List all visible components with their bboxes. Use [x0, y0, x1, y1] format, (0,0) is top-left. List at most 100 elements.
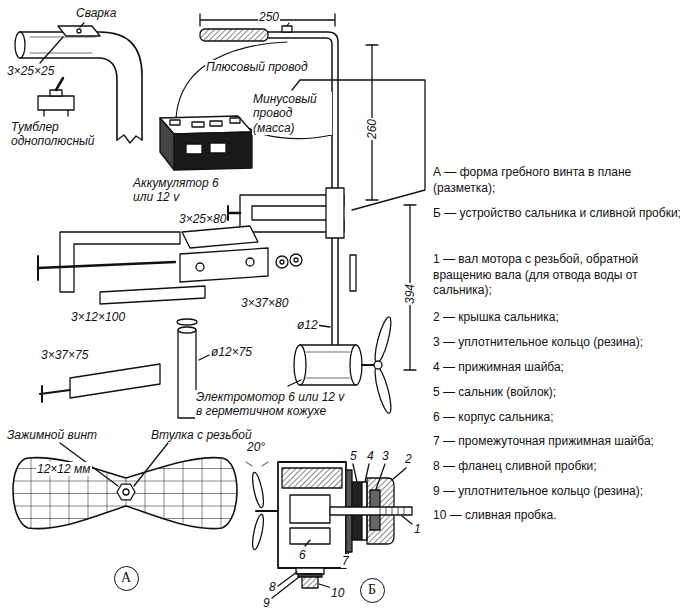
- gland-section: [296, 568, 324, 574]
- key-entry: 9 — уплотнительное кольцо (резина);: [432, 484, 686, 500]
- key-entry: 4 — прижимная шайба;: [432, 360, 686, 376]
- dimension: ø12×75: [210, 345, 253, 359]
- toggle-switch: [38, 96, 74, 110]
- clamp-parts: [290, 254, 302, 266]
- propeller-plan: [5, 456, 245, 457]
- gland-section: [246, 462, 268, 466]
- clamp-parts: [180, 248, 268, 282]
- battery: [160, 118, 174, 170]
- battery: [192, 122, 204, 127]
- handle-tube: [58, 26, 100, 36]
- gland-section: [250, 472, 265, 509]
- callout-number: 2: [404, 452, 413, 466]
- angle-label: 20°: [246, 440, 266, 454]
- clamp-parts: [41, 386, 43, 402]
- callout-number: 9: [262, 596, 271, 610]
- electric-motor: [306, 352, 350, 378]
- gland-section: [330, 507, 412, 515]
- propeller-plan: [123, 489, 129, 495]
- dimension: 12×12 мм: [36, 462, 92, 476]
- handle-tube: [80, 23, 84, 27]
- view-letter-circle: А: [114, 566, 139, 591]
- tiller: [282, 26, 292, 32]
- propeller-plan: [5, 481, 245, 482]
- key-entry: 8 — фланец сливной пробки;: [432, 459, 686, 475]
- propeller-plan: [5, 518, 245, 519]
- clamp-parts: [246, 258, 254, 266]
- propeller-plan: [107, 450, 108, 535]
- key-entry: 7 — промежуточная прижимная шайба;: [432, 434, 686, 450]
- key-entry: 10 — сливная пробка.: [432, 508, 686, 524]
- key-entry: 1 — вал мотора с резьбой, обратной враще…: [432, 252, 686, 299]
- dimension: ø12: [296, 318, 319, 332]
- battery: [170, 120, 180, 125]
- propeller-plan: [145, 450, 146, 535]
- toggle-switch: [43, 110, 44, 116]
- battery: [210, 143, 226, 153]
- handle-tube: [40, 37, 63, 63]
- clamp-parts: [280, 260, 284, 264]
- transom-clamp: [228, 212, 240, 215]
- battery: [230, 118, 240, 123]
- propeller-plan: [221, 450, 222, 535]
- electric-motor: [372, 366, 394, 415]
- gland-section: [290, 528, 330, 544]
- dimension: 260: [365, 118, 379, 140]
- clamp-parts: [37, 256, 39, 280]
- callout-number: 6: [298, 548, 307, 562]
- view-letter: А: [121, 571, 131, 585]
- clamp-parts: [350, 255, 356, 291]
- callout-number: 8: [268, 580, 277, 594]
- dimension: 3×37×80: [240, 296, 289, 310]
- clamp-parts: [196, 263, 204, 271]
- electric-motor: [294, 345, 306, 385]
- gland-section: [353, 464, 412, 524]
- propeller-plan: [5, 531, 245, 532]
- gland-section: [250, 514, 265, 551]
- key-entry: 2 — крышка сальника;: [432, 310, 686, 326]
- key-entry: 3 — уплотнительное кольцо (резина);: [432, 335, 686, 351]
- propeller-plan: [5, 443, 245, 535]
- callout-number: 10: [330, 586, 345, 600]
- part-label: Тумблер однополюсный: [10, 120, 112, 149]
- battery: [160, 116, 252, 134]
- gland-section: [246, 462, 412, 598]
- battery: [210, 121, 222, 126]
- electric-motor: [300, 345, 356, 385]
- part-label: Зажимной винт: [6, 428, 98, 442]
- clamp-parts: [276, 256, 288, 268]
- toggle-switch: [38, 78, 74, 116]
- propeller-plan: [202, 450, 203, 535]
- propeller-plan: [12, 450, 13, 535]
- clamp-parts: [178, 330, 196, 418]
- dimension: 3×25×25: [6, 64, 55, 78]
- clamp-parts: [70, 364, 160, 398]
- propeller-plan: [117, 484, 135, 500]
- handle-tube: [117, 135, 142, 143]
- transom-clamp: [326, 188, 344, 238]
- clamp-parts: [38, 226, 356, 418]
- propeller-plan: [134, 443, 168, 486]
- part-label: Электромотор 6 или 12 v в герметичном ко…: [195, 390, 352, 419]
- gland-section: [282, 468, 342, 488]
- wire-label: Минусовый провод (масса): [252, 92, 332, 135]
- view-letter: Б: [368, 583, 376, 597]
- toggle-switch: [67, 110, 68, 116]
- dimension: 3×37×75: [40, 348, 89, 362]
- gland-section: [380, 507, 404, 515]
- key-entry: 5 — сальник (войлок);: [432, 385, 686, 401]
- clamp-parts: [100, 286, 205, 304]
- dimension: 394: [403, 283, 417, 305]
- propeller-plan: [183, 450, 184, 535]
- callout-number: 4: [366, 449, 375, 463]
- key-entry: Б — устройство сальника и сливной пробки…: [432, 206, 686, 222]
- callout-number: 1: [413, 522, 422, 536]
- wire-label: Плюсовый провод: [205, 60, 309, 74]
- dimension: 250: [258, 10, 280, 24]
- electric-motor: [288, 380, 301, 386]
- battery: [160, 116, 252, 170]
- handle-tube: [77, 29, 81, 33]
- callout-number: 3: [381, 449, 390, 463]
- view-letter-circle: Б: [360, 578, 385, 603]
